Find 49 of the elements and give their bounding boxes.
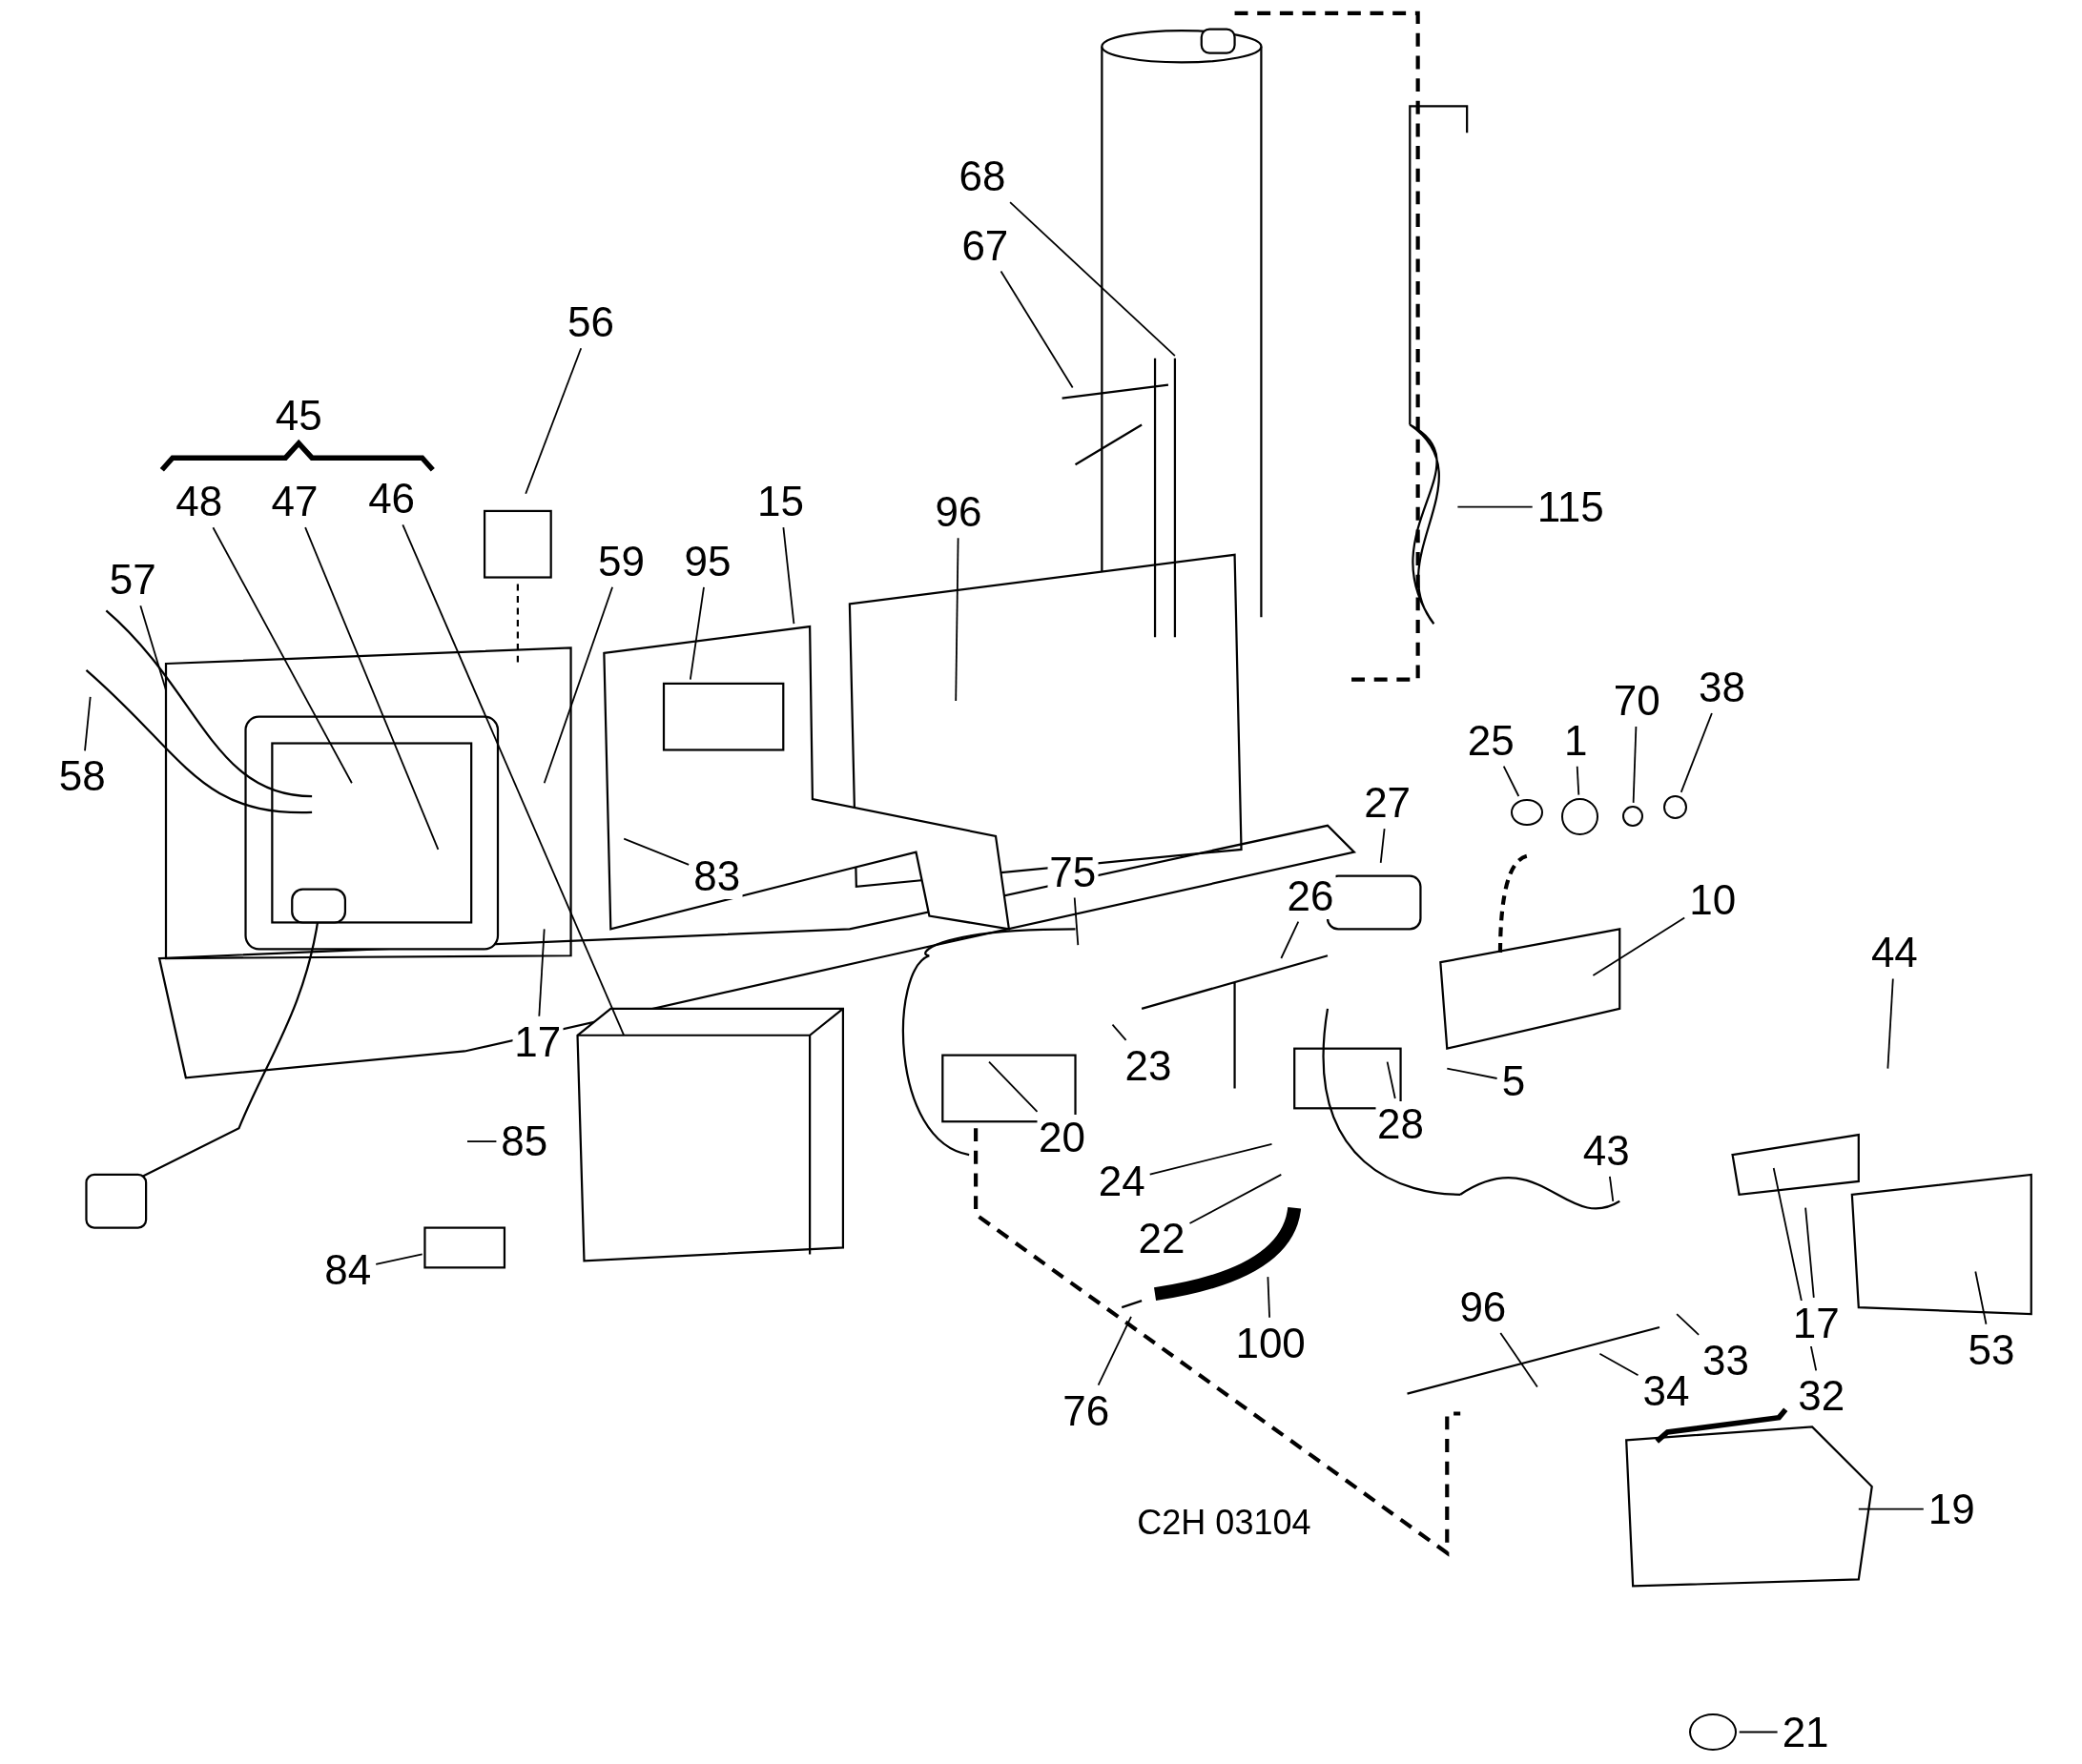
leader-line (1502, 765, 1520, 797)
leader-line (1592, 916, 1686, 976)
leader-line (543, 585, 613, 785)
leader-line (538, 928, 546, 1017)
leader-line (689, 585, 705, 681)
leader-line (212, 526, 353, 785)
leader-line (1738, 1731, 1779, 1733)
leader-line (1676, 1313, 1700, 1336)
leader-line (1680, 712, 1713, 793)
callout-number: 45 (274, 392, 323, 439)
leader-line (1073, 896, 1080, 946)
leader-line (1598, 1352, 1639, 1377)
washer (1511, 798, 1543, 826)
leader-line (1188, 1174, 1283, 1224)
leader-line (1280, 920, 1300, 959)
leader-line (1009, 201, 1176, 357)
leader-line (1000, 270, 1074, 389)
leader-line (139, 605, 167, 691)
leader-line (1974, 1270, 1988, 1325)
leader-line (623, 837, 691, 866)
leader-line (1886, 977, 1894, 1070)
leader-line (1267, 1276, 1270, 1319)
washer (1622, 805, 1644, 828)
leader-line (1857, 1508, 1925, 1510)
leader-line (1097, 1316, 1132, 1386)
leader-line (955, 537, 959, 702)
leader-line (1804, 1206, 1815, 1299)
bolt-head (1663, 794, 1688, 819)
leader-line (1446, 1067, 1498, 1079)
nut (1561, 797, 1598, 835)
cap (1688, 1713, 1737, 1752)
leader-line (304, 526, 440, 851)
leader-line (1576, 765, 1580, 796)
leader-line (988, 1060, 1039, 1113)
leader-line (375, 1253, 423, 1265)
leader-line (1456, 505, 1534, 508)
leader-line (1632, 726, 1638, 804)
leader-line (782, 526, 795, 626)
leader-line (402, 523, 626, 1036)
leader-line (525, 347, 583, 495)
leader-line (1148, 1143, 1273, 1176)
leader-line (84, 695, 92, 752)
leader-line (1386, 1060, 1396, 1099)
leader-line (1609, 1176, 1615, 1202)
leader-line (466, 1140, 498, 1142)
leader-line (1111, 1023, 1127, 1041)
leader-line (1379, 828, 1386, 864)
leader-line (1499, 1332, 1538, 1388)
drawing-number: C2H 03104 (1136, 1503, 1312, 1542)
